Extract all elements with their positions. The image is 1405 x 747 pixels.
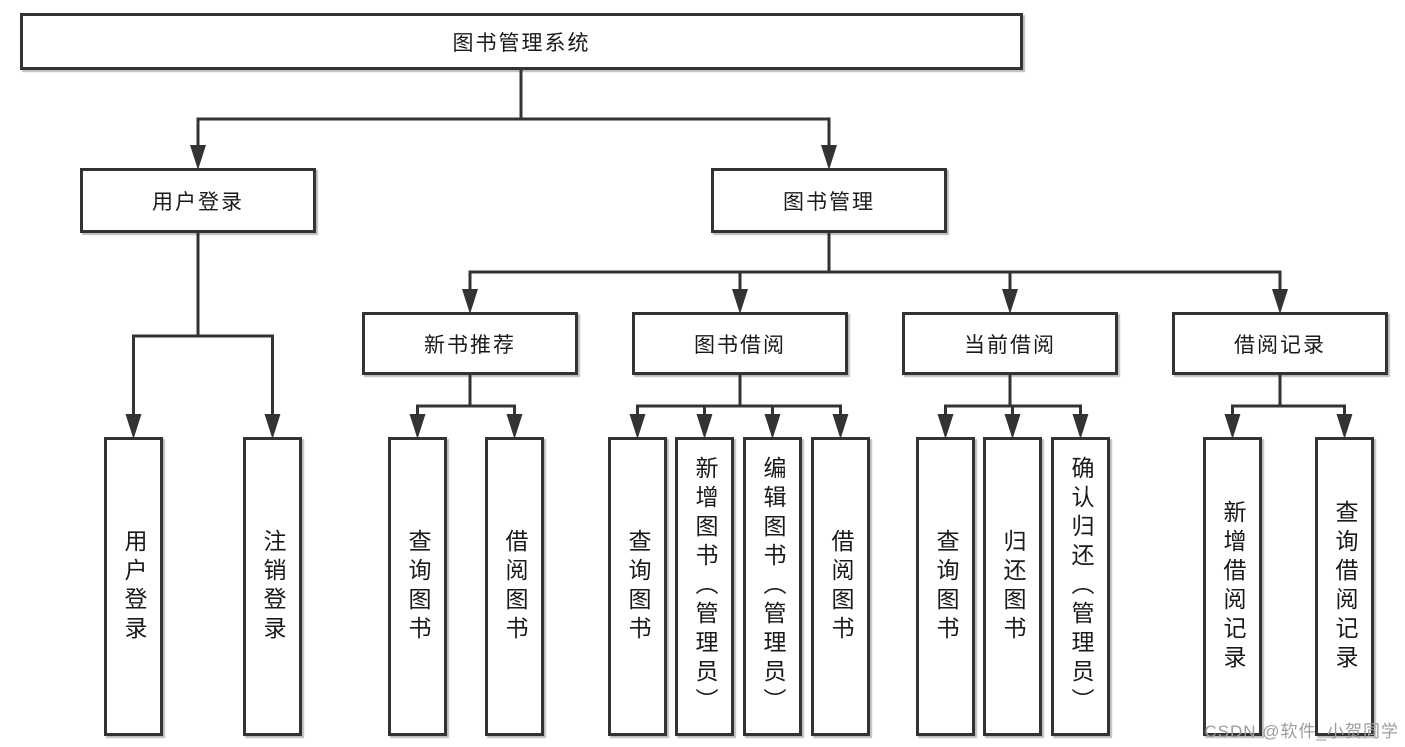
leaf-query-books-recommend: 查询图书 — [388, 437, 447, 736]
leaf-borrow-books-borrowing: 借阅图书 — [811, 437, 870, 736]
leaf-query-books-borrowing: 查询图书 — [608, 437, 667, 736]
node-library-system: 图书管理系统 — [20, 13, 1023, 70]
leaf-confirm-return-admin: 确认归还（管理员） — [1051, 437, 1110, 736]
watermark: CSDN @软件_小贺同学 — [1204, 722, 1399, 741]
leaf-return-book: 归还图书 — [983, 437, 1042, 736]
leaf-add-book-admin: 新增图书（管理员） — [675, 437, 734, 736]
leaf-borrow-books-recommend: 借阅图书 — [485, 437, 544, 736]
leaf-query-borrow-record: 查询借阅记录 — [1315, 437, 1374, 736]
node-borrowing-records: 借阅记录 — [1172, 312, 1388, 375]
leaf-logout: 注销登录 — [243, 437, 302, 736]
node-user-login: 用户登录 — [80, 168, 316, 233]
node-book-management: 图书管理 — [711, 168, 947, 233]
leaf-add-borrow-record: 新增借阅记录 — [1203, 437, 1262, 736]
node-current-borrowing: 当前借阅 — [902, 312, 1118, 375]
leaf-user-login: 用户登录 — [104, 437, 163, 736]
node-book-borrowing: 图书借阅 — [632, 312, 848, 375]
leaf-edit-book-admin: 编辑图书（管理员） — [743, 437, 802, 736]
leaf-query-books-current: 查询图书 — [916, 437, 975, 736]
node-new-book-recommend: 新书推荐 — [362, 312, 578, 375]
